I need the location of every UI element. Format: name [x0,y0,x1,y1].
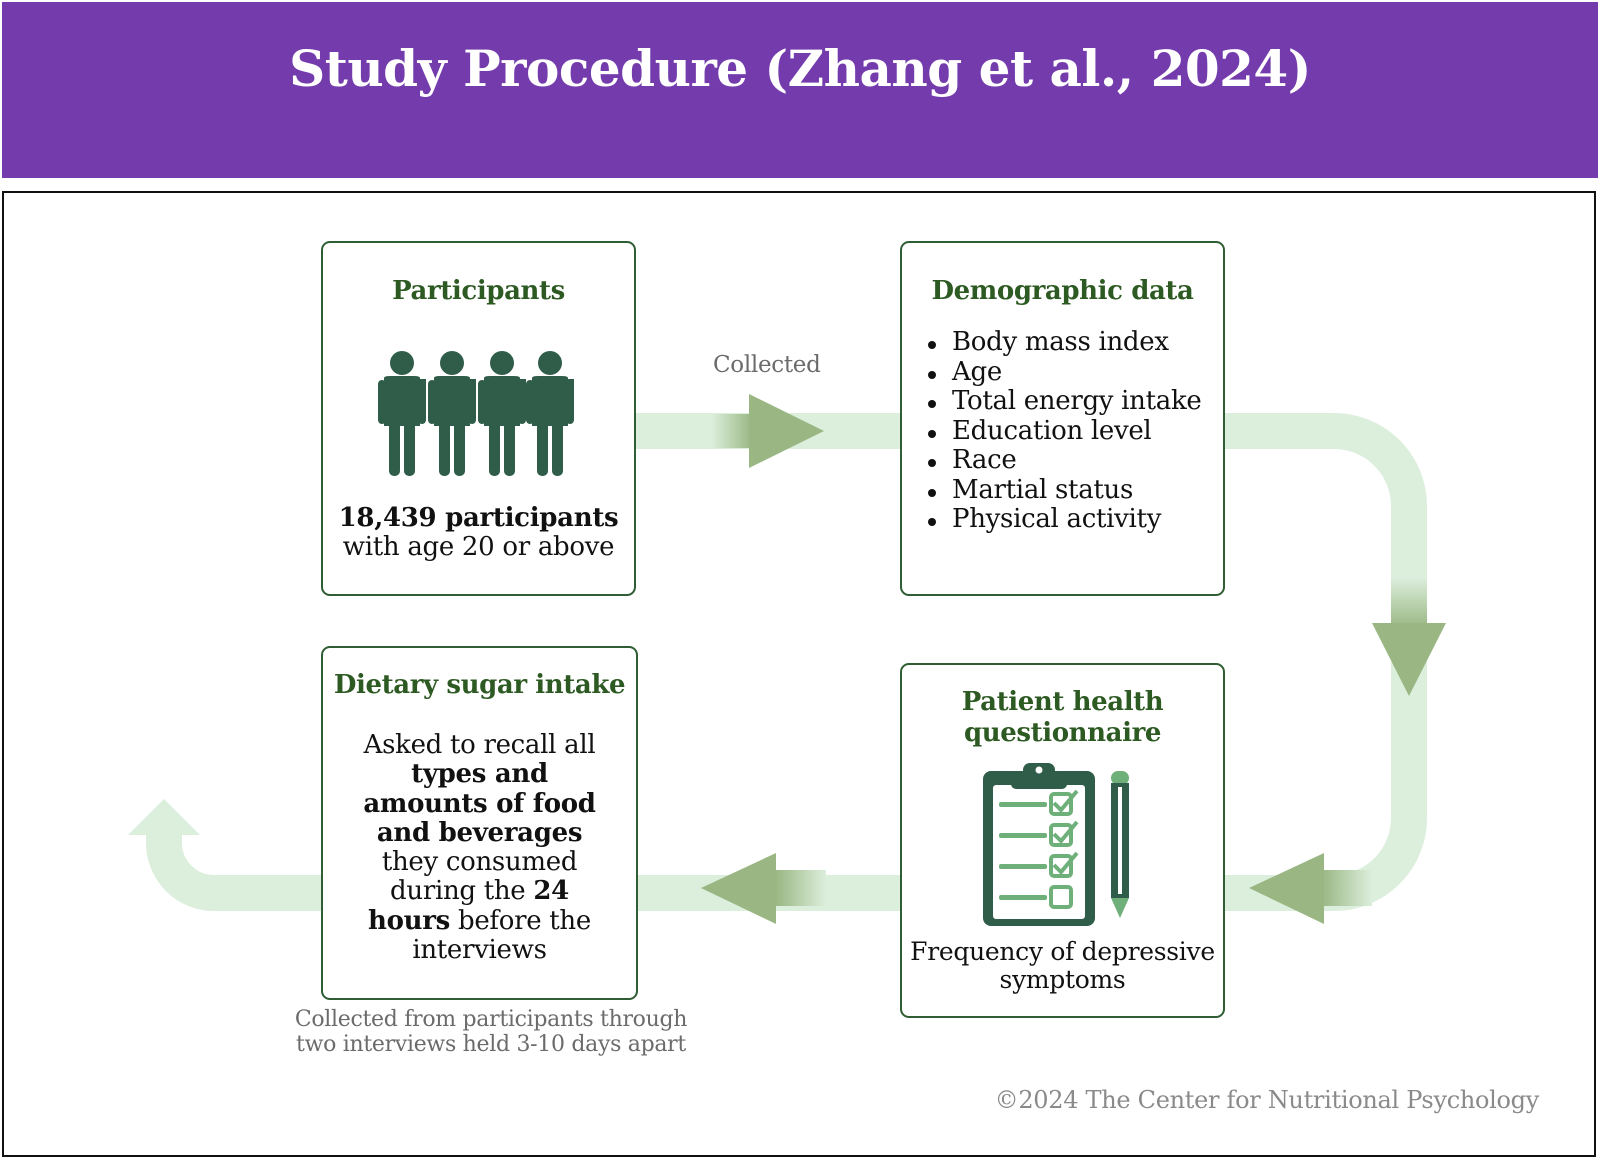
arrow-fade-left-2 [776,870,826,906]
questionnaire-caption: Frequency of depressive symptoms [902,938,1223,994]
questionnaire-box: Patient health questionnaire [900,663,1225,1018]
people-group-icon [377,351,574,476]
sugar-text-3: before the interviews [412,905,591,966]
sugar-text-1: Asked to recall all [363,730,596,760]
sugar-footnote: Collected from participants through two … [291,1007,691,1057]
collected-label: Collected [713,352,821,378]
sugar-title: Dietary sugar intake [333,670,626,700]
arrow-left-1 [1249,853,1324,924]
caption-line-2: symptoms [999,965,1126,994]
flow-path [128,394,1446,924]
demographics-title: Demographic data [931,276,1194,306]
demographics-box: Demographic data Body mass index Age Tot… [900,241,1225,596]
sugar-bold-1: types and amounts of food and beverages [363,759,596,848]
participants-description: 18,439 participants with age 20 or above [323,504,634,562]
arrow-fade-down [1391,578,1427,628]
sugar-text-2: they consumed during the [381,847,578,907]
list-item: Martial status [902,475,1223,506]
list-item: Total energy intake [902,386,1223,417]
page-title: Study Procedure (Zhang et al., 2024) [289,38,1311,98]
questionnaire-title-line-2: questionnaire [963,718,1162,748]
questionnaire-title: Patient health questionnaire [902,687,1223,749]
list-item: Education level [902,416,1223,447]
caption-line-1: Frequency of depressive [910,937,1215,966]
participants-title: Participants [392,276,565,306]
questionnaire-title-line-1: Patient health [961,687,1164,717]
participants-age: with age 20 or above [342,532,615,562]
list-item: Body mass index [902,327,1223,358]
arrow-fade-left-1 [1322,870,1372,906]
arrow-down [1372,623,1446,696]
arrow-fade-right [712,414,752,448]
list-item: Age [902,357,1223,388]
list-item: Physical activity [902,504,1223,535]
sugar-box: Dietary sugar intake Asked to recall all… [321,646,638,1000]
flow-band [146,413,1427,911]
arrow-right [749,394,824,468]
arrow-left-2 [701,853,776,924]
header-banner: Study Procedure (Zhang et al., 2024) [2,2,1598,178]
demographics-list: Body mass index Age Total energy intake … [902,327,1223,535]
clipboard-checklist-icon [983,763,1129,926]
sugar-description: Asked to recall all types and amounts of… [360,730,600,966]
sugar-bold-2: 24 hours [368,876,569,936]
participants-box: Participants 18,439 participants with [321,241,636,596]
footnote-line-2: two interviews held 3-10 days apart [296,1032,686,1057]
copyright-notice: ©2024 The Center for Nutritional Psychol… [994,1086,1540,1114]
participants-count: 18,439 participants [338,503,619,533]
return-arrow-head [128,799,200,835]
list-item: Race [902,445,1223,476]
diagram-frame: Collected Participants 18,439 pa [2,191,1596,1157]
footnote-line-1: Collected from participants through [294,1007,688,1032]
